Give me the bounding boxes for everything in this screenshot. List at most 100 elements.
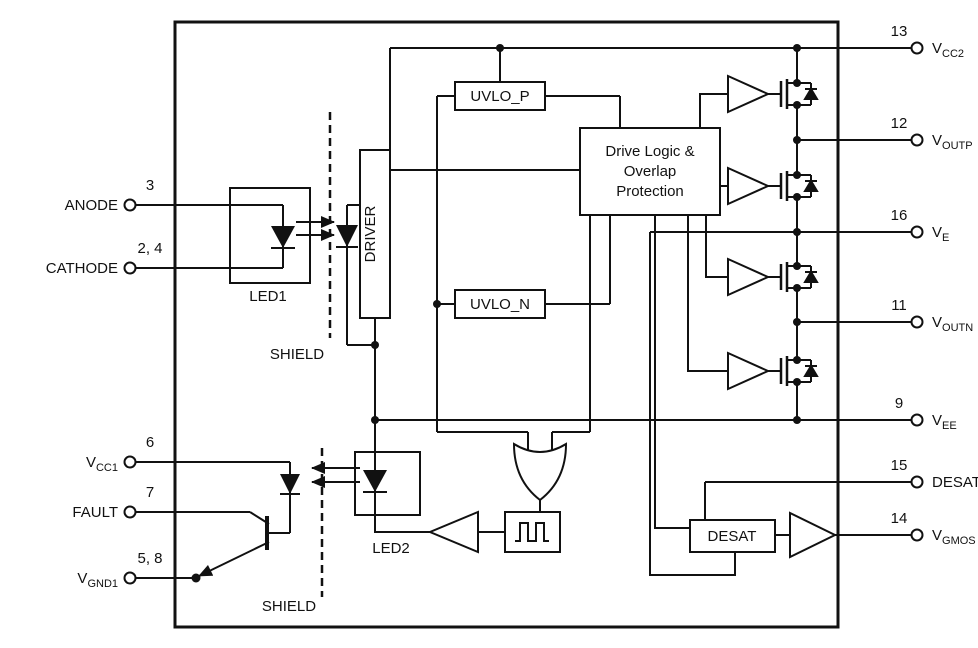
wire-uvlo-to-or-a [436,95,529,456]
uvlo-n-label: UVLO_N [470,296,530,313]
pin-label-vcc2: VCC2 [932,40,964,60]
mosfet-3-icon [779,262,789,292]
junction-dot [793,262,801,270]
body-diode-3-icon [803,270,819,283]
wire-mosfet3 [768,232,812,322]
pin-label-voutp-sub: OUTP [942,140,973,152]
pin-vee [910,413,924,427]
wire-desat-pin [704,481,912,520]
labels: UVLO_P UVLO_N DRIVER Drive Logic & Overl… [46,23,978,615]
junction-dot [793,44,801,52]
drive-logic-label-1: Drive Logic & [605,143,694,160]
led1-diode-icon [271,226,295,248]
pin-label-vee: VEE [932,412,957,432]
wire-mosfet1 [768,48,812,140]
pin-label-vcc2-main: V [932,40,942,57]
pin-label-cathode: CATHODE [46,260,118,277]
led2-box [354,451,421,516]
buffer-4 [727,351,771,391]
mosfet-symbols [779,79,819,386]
pin-label-fault-main: FAULT [72,504,118,521]
wire-feed-buffer1 [699,93,728,128]
pin-label-vee-sub: EE [942,420,957,432]
uvlo-n-block [454,289,546,319]
pin-label-ve: VE [932,224,949,244]
body-diodes [803,87,819,377]
pin-label-vcc2-sub: CC2 [942,48,964,60]
pin-number-ve: 16 [891,207,908,224]
pin-label-vgnd1: VGND1 [77,570,118,590]
driver-label: DRIVER [362,206,379,263]
wiring [135,47,912,579]
shields [320,112,332,597]
junction-dots [191,44,801,583]
pin-vgmos [910,528,924,542]
opto-symbols [198,216,387,577]
pin-number-vgnd1: 5, 8 [137,550,162,567]
wire-ve-to-desat [649,232,736,576]
pin-number-vee: 9 [895,395,903,412]
pin-label-vgmos-sub: GMOS [942,535,976,547]
pin-label-ve-main: V [932,224,942,241]
vgmos-buffer [789,511,838,559]
pin-vcc2 [910,41,924,55]
junction-dot [433,300,441,308]
pin-label-vgnd1-sub: GND1 [87,578,118,590]
body-diode-2-icon [803,179,819,192]
desat-block [689,519,776,553]
pin-label-vgmos-main: V [932,527,942,544]
junction-dot [191,573,201,583]
photodetector-diode-icon [336,225,358,247]
mosfet-1-icon [779,79,789,109]
wire-mosfet2 [768,140,812,232]
pin-label-desat-main: DESAT [932,474,978,491]
pin-label-vgnd1-main: V [77,570,87,587]
wire-feed-buffer3 [705,215,728,278]
pin-number-voutp: 12 [891,115,908,132]
wire-photodiode-bjt [269,462,291,534]
led2-driver-buffer [427,510,479,554]
pin-label-voutn-main: V [932,314,942,331]
photodiode-icon [280,474,300,494]
wire-feed-buffer4 [687,215,728,372]
pin-label-cathode-main: CATHODE [46,260,118,277]
junction-dot [793,101,801,109]
pin-label-vcc1: VCC1 [86,454,118,474]
junction-dot [793,228,801,236]
wire-logic-to-desat [654,215,690,529]
junction-dot [793,136,801,144]
or-gate [512,442,568,502]
junction-dot [371,341,379,349]
pin-label-ve-sub: E [942,232,949,244]
junction-dot [793,318,801,326]
pin-terminals [123,41,924,585]
pin-number-anode: 3 [146,177,154,194]
led2-label: LED2 [372,540,410,557]
pin-voutp [910,133,924,147]
pin-label-vcc1-main: V [86,454,96,471]
pin-label-voutn-sub: OUTN [942,322,973,334]
pin-label-voutp-main: V [932,132,942,149]
junction-dot [793,193,801,201]
pin-anode [123,198,137,212]
fault-transistor [198,511,270,577]
junction-dot [793,416,801,424]
wire-mosfet4 [768,322,812,420]
pin-number-vcc1: 6 [146,434,154,451]
pin-cathode [123,261,137,275]
drive-logic-label-3: Protection [616,183,684,200]
pin-number-vcc2: 13 [891,23,908,40]
junction-dot [793,378,801,386]
uvlo-p-label: UVLO_P [470,88,529,105]
pin-label-vgmos: VGMOS [932,527,976,547]
pin-label-anode-main: ANODE [65,197,118,214]
junction-dot [793,284,801,292]
pin-desat [910,475,924,489]
pin-label-desat: DESAT [932,474,978,491]
buffer-3 [727,257,771,297]
body-diode-1-icon [803,87,819,100]
shield-bottom-label: SHIELD [262,598,316,615]
pin-label-vee-main: V [932,412,942,429]
